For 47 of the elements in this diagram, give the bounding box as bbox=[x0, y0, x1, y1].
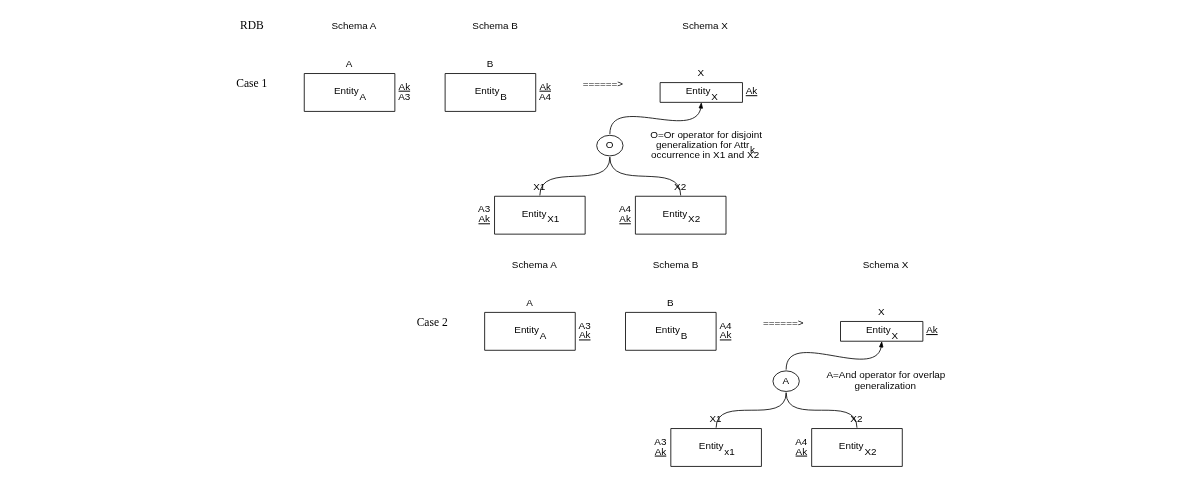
node-label: A4 bbox=[718, 319, 732, 331]
label: Schema B bbox=[471, 19, 518, 31]
node-label: B bbox=[486, 58, 493, 70]
label: Schema A bbox=[511, 258, 557, 270]
node-label: Ak bbox=[925, 324, 938, 336]
label: Case 1 bbox=[235, 77, 267, 90]
node-label: A3 bbox=[397, 90, 410, 102]
node-label: X bbox=[697, 67, 704, 79]
label: Schema X bbox=[681, 19, 728, 31]
label: Schema B bbox=[652, 258, 698, 270]
label: ======> bbox=[582, 77, 623, 89]
node-label: Ak bbox=[398, 80, 410, 92]
connector bbox=[715, 392, 787, 429]
arrow bbox=[785, 341, 883, 371]
label: A=And operator for overlap generalization bbox=[826, 369, 945, 392]
node-label: Ak bbox=[578, 329, 590, 341]
node-label: A3 bbox=[653, 435, 666, 447]
node-label: Ak bbox=[477, 213, 490, 225]
label: Schema X bbox=[862, 258, 908, 270]
node-label: A4 bbox=[618, 203, 631, 215]
connector bbox=[608, 156, 681, 196]
node-label: Ak bbox=[618, 213, 631, 225]
node-label: Ak bbox=[538, 80, 551, 92]
node-label: Ak bbox=[654, 445, 666, 457]
node-label: A3 bbox=[578, 319, 591, 331]
arrow bbox=[608, 102, 703, 135]
node-label: X1 bbox=[532, 181, 545, 193]
node-ellipse: O bbox=[595, 134, 623, 157]
node-label: A3 bbox=[477, 203, 490, 215]
node-label: X bbox=[877, 306, 885, 318]
label: Case 2 bbox=[416, 316, 448, 329]
node-label: X2 bbox=[849, 413, 862, 425]
label: RDB bbox=[239, 19, 264, 32]
node-label: X1 bbox=[709, 413, 722, 425]
node-label: Ak bbox=[795, 445, 807, 457]
node-label: A bbox=[525, 297, 533, 309]
node-label: B bbox=[666, 297, 674, 309]
node-label: A bbox=[345, 58, 352, 70]
label: Schema A bbox=[330, 19, 376, 31]
label: ======> bbox=[762, 316, 803, 328]
node-label: A4 bbox=[794, 435, 807, 447]
node-label: Ak bbox=[745, 85, 757, 97]
node-label: A4 bbox=[538, 90, 551, 102]
node-label: Ak bbox=[719, 329, 731, 341]
connector bbox=[785, 392, 857, 429]
node-label: X2 bbox=[673, 181, 686, 193]
node-ellipse: A bbox=[772, 370, 800, 392]
